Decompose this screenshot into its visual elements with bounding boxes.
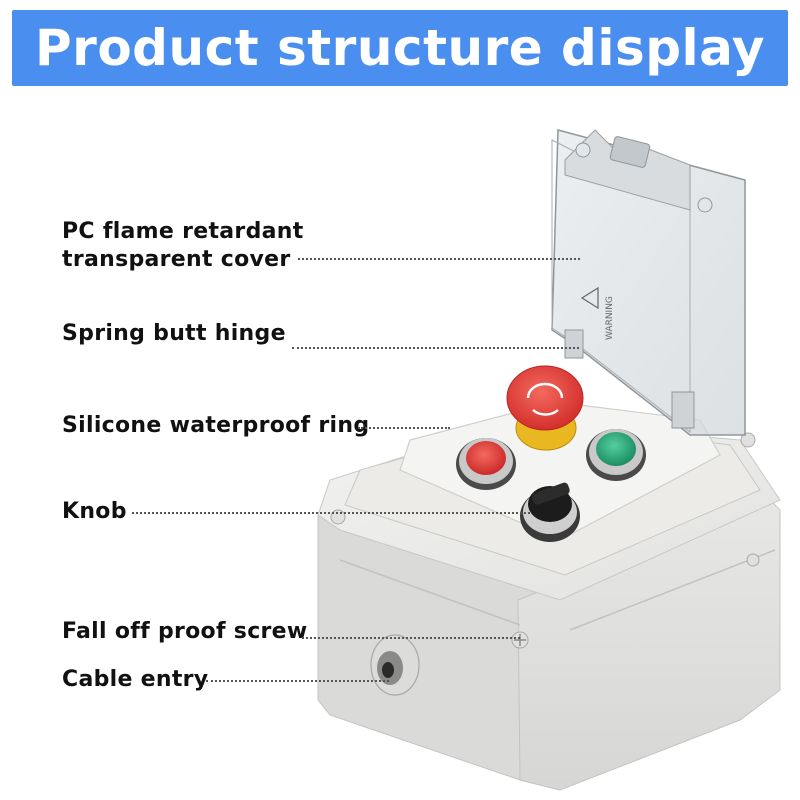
leader-hinge bbox=[292, 347, 579, 349]
leader-cable-entry bbox=[206, 680, 389, 682]
callout-knob: Knob bbox=[62, 499, 127, 524]
callout-waterproof-ring: Silicone waterproof ring bbox=[62, 413, 370, 438]
selector-knob bbox=[520, 482, 580, 542]
leader-screw bbox=[302, 637, 520, 639]
callout-hinge: Spring butt hinge bbox=[62, 321, 286, 346]
transparent-cover: WARNING bbox=[551, 129, 746, 436]
callout-cable-entry: Cable entry bbox=[62, 667, 209, 692]
cable-entry-gland bbox=[370, 634, 420, 696]
leader-pc-cover bbox=[298, 258, 580, 260]
leader-knob bbox=[132, 512, 530, 514]
cover-warning-label: WARNING bbox=[605, 296, 615, 340]
banner-title: Product structure display bbox=[35, 19, 765, 77]
callout-screw: Fall off proof screw bbox=[62, 619, 308, 644]
leader-waterproof-ring bbox=[358, 427, 450, 429]
red-indicator-button bbox=[456, 438, 516, 490]
callout-pc-cover-line2: transparent cover bbox=[62, 247, 291, 272]
green-indicator-button bbox=[586, 429, 646, 481]
callout-pc-cover-line1: PC flame retardant bbox=[62, 219, 304, 244]
callout-pc-cover: PC flame retardant transparent cover bbox=[62, 218, 304, 274]
enclosure-box bbox=[317, 401, 781, 791]
emergency-stop-button bbox=[506, 365, 584, 451]
title-banner: Product structure display bbox=[12, 10, 788, 86]
